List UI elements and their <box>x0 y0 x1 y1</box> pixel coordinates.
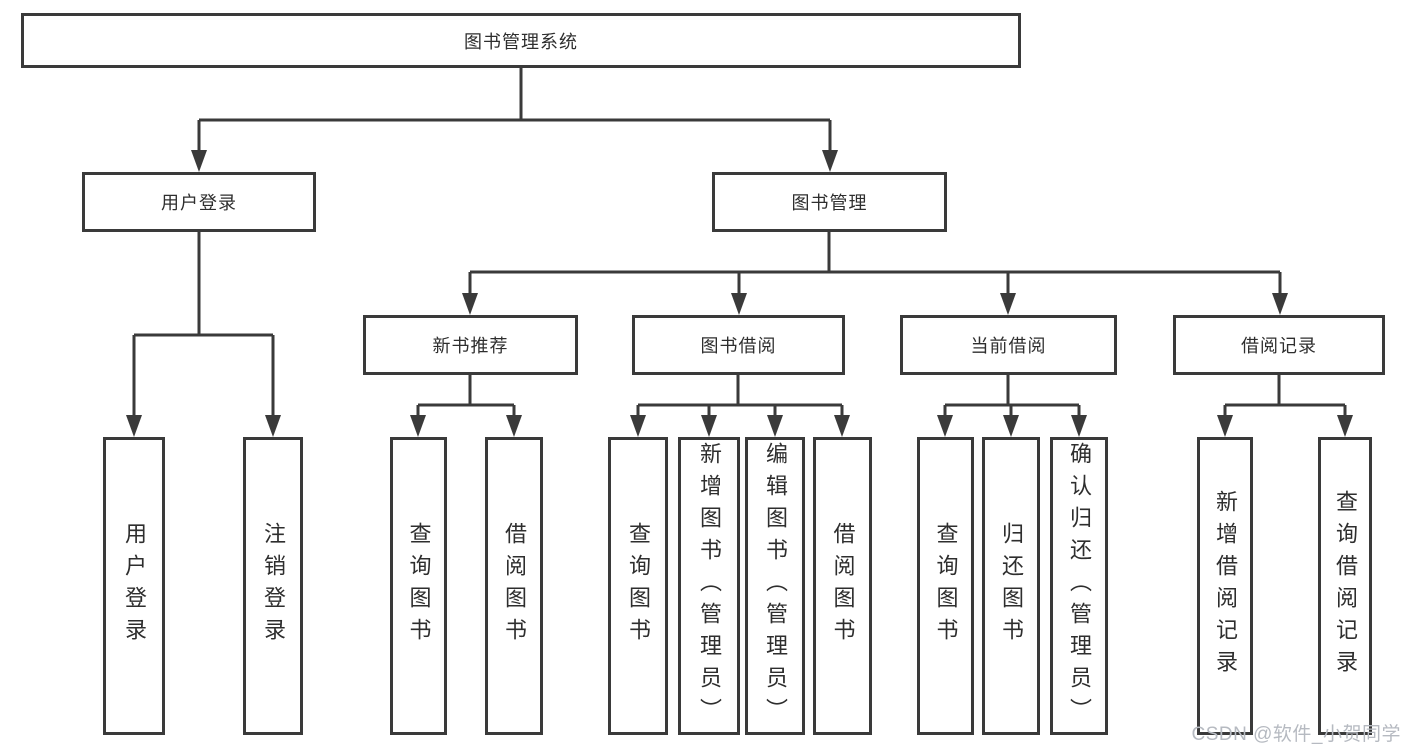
leaf-borrow-books-recommend: 借阅图书 <box>485 437 543 735</box>
leaf-add-book-admin: 新增图书（管理员） <box>678 437 740 735</box>
connector-book-borrow-to-leaves <box>630 375 850 437</box>
node-borrow-records-label: 借阅记录 <box>1241 336 1317 356</box>
node-book-management-label: 图书管理 <box>791 193 868 213</box>
leaf-logout-label: 注销登录 <box>261 522 286 650</box>
node-user-login: 用户登录 <box>82 172 316 232</box>
leaf-borrow-books: 借阅图书 <box>813 437 872 735</box>
node-root-label: 图书管理系统 <box>464 31 578 52</box>
node-current-borrow-label: 当前借阅 <box>970 336 1047 356</box>
leaf-query-books-recommend: 查询图书 <box>390 437 447 735</box>
leaf-query-books-borrow: 查询图书 <box>608 437 668 735</box>
leaf-confirm-return-admin: 确认归还（管理员） <box>1050 437 1108 735</box>
connector-user-login-to-leaves <box>126 232 281 437</box>
leaf-user-login: 用户登录 <box>103 437 165 735</box>
connector-book-management-to-level2 <box>462 232 1288 315</box>
leaf-query-borrow-record: 查询借阅记录 <box>1318 437 1372 735</box>
leaf-query-borrow-record-label: 查询借阅记录 <box>1333 490 1358 682</box>
leaf-return-books-label: 归还图书 <box>999 522 1024 650</box>
leaf-logout: 注销登录 <box>243 437 303 735</box>
leaf-edit-book-admin-label: 编辑图书（管理员） <box>763 442 788 730</box>
node-borrow-records: 借阅记录 <box>1173 315 1385 375</box>
leaf-confirm-return-admin-label: 确认归还（管理员） <box>1067 442 1092 730</box>
node-user-login-label: 用户登录 <box>161 193 237 213</box>
node-book-borrow-label: 图书借阅 <box>700 336 777 356</box>
connector-current-borrow-to-leaves <box>937 375 1087 437</box>
leaf-query-books-current-label: 查询图书 <box>933 522 959 650</box>
leaf-query-books-current: 查询图书 <box>917 437 974 735</box>
node-root-library-system: 图书管理系统 <box>21 13 1021 68</box>
leaf-user-login-label: 用户登录 <box>122 522 147 650</box>
leaf-query-books-borrow-label: 查询图书 <box>626 522 651 650</box>
leaf-edit-book-admin: 编辑图书（管理员） <box>745 437 805 735</box>
connector-root-to-level1 <box>191 68 838 172</box>
leaf-borrow-books-label: 借阅图书 <box>830 522 856 650</box>
leaf-return-books: 归还图书 <box>982 437 1040 735</box>
connector-borrow-records-to-leaves <box>1217 375 1353 437</box>
node-new-book-recommend-label: 新书推荐 <box>432 336 509 356</box>
node-new-book-recommend: 新书推荐 <box>363 315 578 375</box>
node-book-borrow: 图书借阅 <box>632 315 845 375</box>
leaf-borrow-books-recommend-label: 借阅图书 <box>502 522 527 650</box>
leaf-add-borrow-record: 新增借阅记录 <box>1197 437 1253 735</box>
leaf-add-book-admin-label: 新增图书（管理员） <box>697 442 722 730</box>
node-book-management: 图书管理 <box>712 172 947 232</box>
csdn-watermark: CSDN @软件_小贺同学 <box>1191 724 1401 745</box>
leaf-query-books-recommend-label: 查询图书 <box>406 522 432 650</box>
connector-new-book-recommend-to-leaves <box>410 375 522 437</box>
node-current-borrow: 当前借阅 <box>900 315 1117 375</box>
leaf-add-borrow-record-label: 新增借阅记录 <box>1213 490 1238 682</box>
